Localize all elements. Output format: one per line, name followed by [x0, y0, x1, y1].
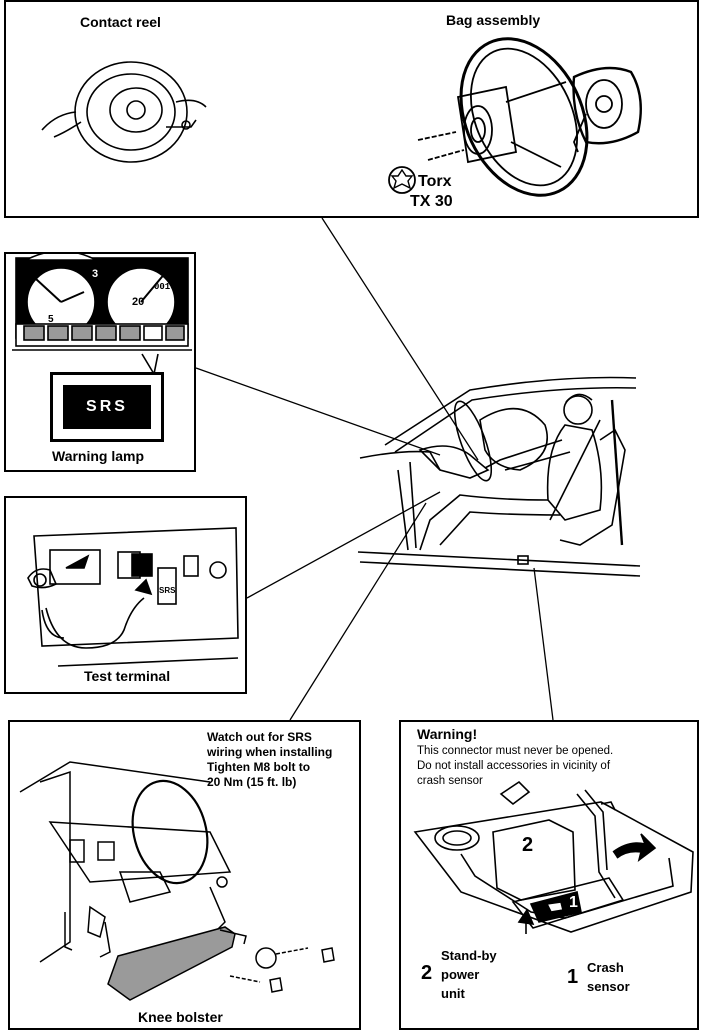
gauge-number-5: 5 [48, 314, 54, 325]
test-terminal-srs-tag: SRS [159, 586, 176, 595]
airbag-components-panel: Contact reel Bag assembly [4, 0, 699, 218]
crash-sensor-label: Crash sensor [587, 958, 630, 996]
warning-line: crash sensor [417, 775, 483, 787]
bag-assembly-drawing [388, 37, 642, 197]
odometer-readout: 00100 [154, 282, 182, 292]
standby-unit-label: Stand-by power unit [441, 946, 497, 1003]
warning-text: This connector must never be opened. Do … [417, 744, 613, 789]
crash-sensor-number: 1 [567, 966, 579, 988]
standby-unit-number: 2 [421, 962, 433, 984]
note-line: Watch out for SRS [207, 730, 312, 744]
standby-line: Stand-by [441, 948, 497, 963]
srs-warning-lamp: SRS [50, 372, 164, 442]
knee-bolster-label: Knee bolster [138, 1009, 223, 1025]
crash-sensor-line: Crash [587, 960, 624, 975]
contact-reel-drawing [41, 61, 207, 163]
bag-assembly-label: Bag assembly [446, 12, 541, 28]
knee-bolster-panel: Watch out for SRS wiring when installing… [8, 720, 361, 1030]
contact-reel-label: Contact reel [80, 14, 161, 30]
knee-bolster-drawing [19, 761, 335, 1001]
torx-size-label: TX 30 [410, 193, 453, 210]
instrument-cluster-drawing [12, 254, 192, 377]
gauge-number-20: 20 [132, 296, 145, 308]
crash-sensor-line: sensor [587, 979, 630, 994]
crash-sensor-panel: Warning! This connector must never be op… [399, 720, 699, 1030]
torx-label: Torx [418, 173, 452, 190]
warning-lamp-panel: 3 5 20 00100 SRS Warning lamp [4, 252, 196, 472]
test-terminal-label: Test terminal [84, 668, 171, 684]
srs-lamp-text: SRS [63, 385, 151, 429]
warning-title: Warning! [417, 726, 478, 742]
standby-line: unit [441, 986, 465, 1001]
diagram-number-2: 2 [522, 834, 534, 856]
test-terminal-panel: SRS Test terminal [4, 496, 247, 694]
note-line: wiring when installing [207, 745, 333, 759]
standby-line: power [441, 967, 480, 982]
warning-lamp-label: Warning lamp [52, 448, 145, 464]
note-line: Tighten M8 bolt to [207, 760, 311, 774]
warning-line: This connector must never be opened. [417, 745, 614, 757]
crash-sensor-drawing [413, 780, 694, 934]
knee-bolster-note: Watch out for SRS wiring when installing… [207, 730, 332, 790]
warning-line: Do not install accessories in vicinity o… [417, 760, 611, 772]
note-line: 20 Nm (15 ft. lb) [207, 775, 297, 789]
diagram-number-1: 1 [569, 894, 578, 911]
test-terminal-drawing [27, 527, 239, 667]
gauge-number-3: 3 [92, 268, 99, 280]
